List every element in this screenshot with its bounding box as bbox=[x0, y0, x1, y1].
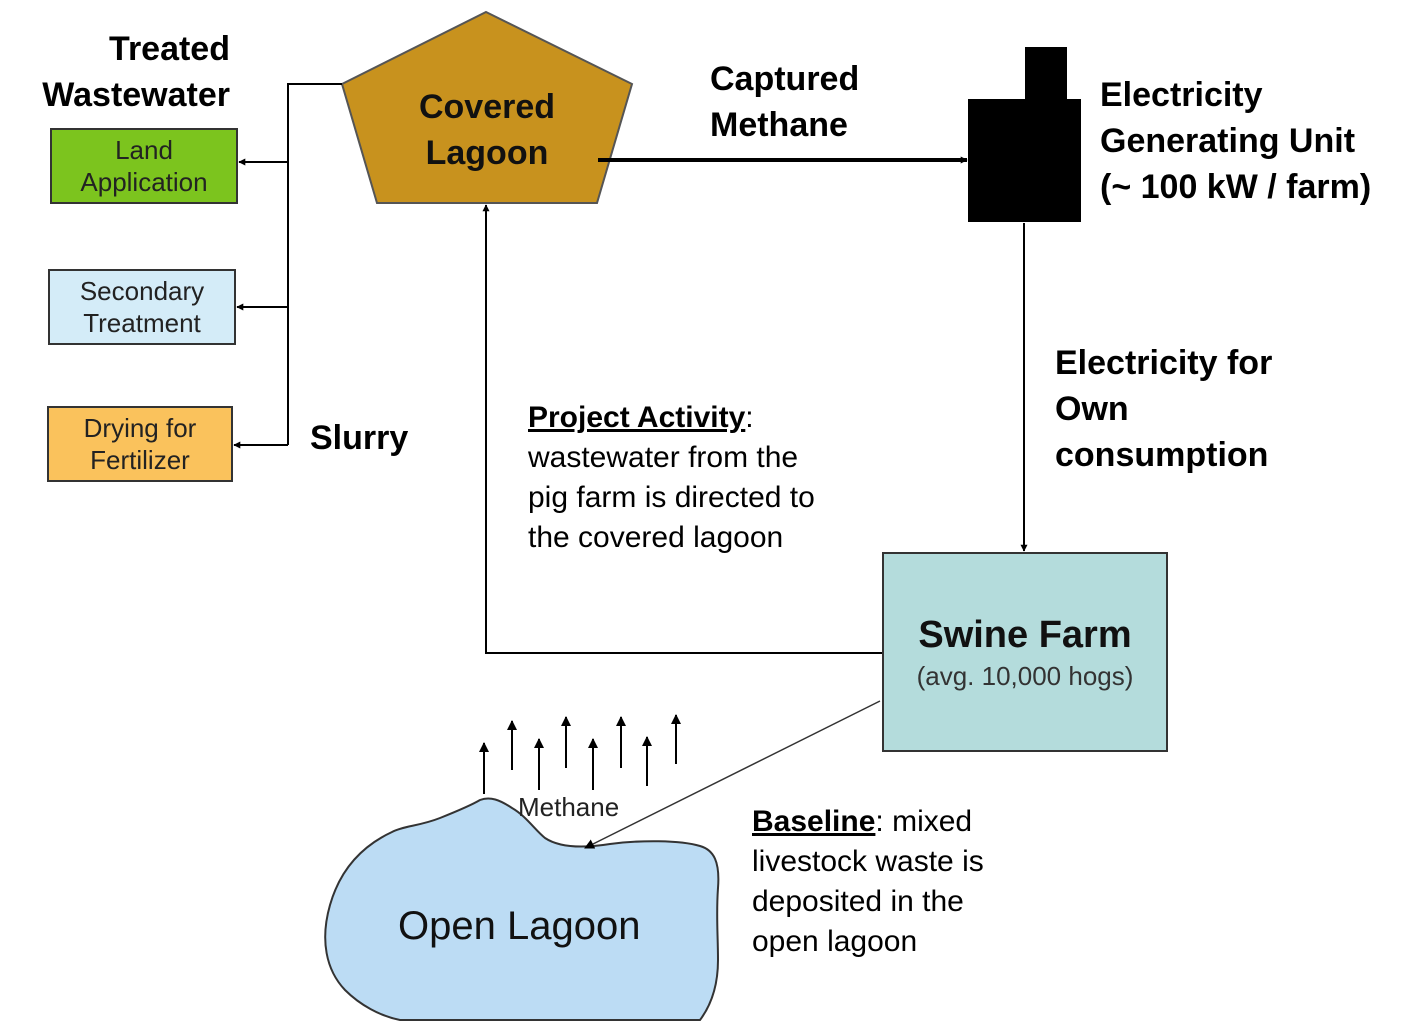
swine-farm-title: Swine Farm bbox=[918, 614, 1132, 656]
land-application-line2: Application bbox=[80, 167, 208, 197]
project-activity-line1: wastewater from the bbox=[528, 441, 799, 474]
project-activity-line2: pig farm is directed to bbox=[528, 481, 815, 514]
baseline-line3: deposited in the bbox=[752, 885, 964, 918]
covered-lagoon-line1: Covered bbox=[418, 88, 556, 126]
swine-farm-box: Swine Farm (avg. 10,000 hogs) bbox=[882, 552, 1168, 752]
drying-for-fertilizer-box: Drying for Fertilizer bbox=[47, 406, 233, 482]
generator-line1: Electricity bbox=[1100, 76, 1263, 114]
generator-icon bbox=[968, 47, 1081, 222]
methane-arrows bbox=[479, 714, 681, 794]
covered-lagoon-shape bbox=[340, 10, 634, 204]
baseline-line2: livestock waste is bbox=[752, 845, 984, 878]
drying-line2: Fertilizer bbox=[90, 445, 190, 475]
open-lagoon-label: Open Lagoon bbox=[398, 904, 641, 948]
project-activity-heading: Project Activity bbox=[528, 401, 746, 434]
covered-lagoon-label: Covered Lagoon bbox=[392, 84, 582, 176]
covered-lagoon-line2: Lagoon bbox=[425, 134, 549, 172]
secondary-treatment-box: Secondary Treatment bbox=[48, 269, 236, 345]
project-activity-line3: the covered lagoon bbox=[528, 521, 784, 554]
generator-line3: (~ 100 kW / farm) bbox=[1100, 168, 1372, 206]
captured-methane-label: Captured Methane bbox=[710, 56, 859, 148]
treated-wastewater-label: Treated Wastewater bbox=[10, 26, 230, 118]
project-activity-arrow bbox=[482, 204, 882, 654]
generator-label: Electricity Generating Unit (~ 100 kW / … bbox=[1100, 72, 1371, 210]
baseline-heading-line: Baseline: mixed bbox=[752, 802, 984, 842]
treated-wastewater-line1: Treated bbox=[109, 30, 230, 68]
swine-farm-subtitle: (avg. 10,000 hogs) bbox=[916, 661, 1134, 691]
electricity-own-line3: consumption bbox=[1055, 436, 1269, 474]
secondary-treatment-line1: Secondary bbox=[79, 275, 205, 306]
captured-methane-line2: Methane bbox=[710, 106, 848, 144]
baseline-arrow bbox=[584, 700, 881, 849]
land-application-box: Land Application bbox=[50, 128, 238, 204]
land-application-line1: Land bbox=[115, 134, 173, 165]
generator-line2: Generating Unit bbox=[1100, 122, 1356, 160]
electricity-own-line1: Electricity for bbox=[1055, 344, 1273, 382]
treated-wastewater-connector bbox=[287, 83, 342, 445]
slurry-label: Slurry bbox=[310, 419, 409, 457]
captured-methane-line1: Captured bbox=[710, 60, 860, 98]
secondary-treatment-line2: Treatment bbox=[83, 308, 201, 338]
project-activity-colon: : bbox=[745, 401, 754, 434]
electricity-own-label: Electricity for Own consumption bbox=[1055, 340, 1272, 478]
project-activity-heading-line: Project Activity: bbox=[528, 398, 815, 438]
baseline-line4: open lagoon bbox=[752, 925, 918, 958]
drying-line1: Drying for bbox=[83, 412, 197, 443]
electricity-own-line2: Own bbox=[1055, 390, 1129, 428]
open-lagoon-shape bbox=[324, 797, 720, 1021]
methane-label: Methane bbox=[518, 792, 620, 822]
project-activity-text: Project Activity: wastewater from the pi… bbox=[528, 398, 815, 558]
baseline-suffix: : mixed bbox=[875, 805, 973, 838]
treated-wastewater-line2: Wastewater bbox=[42, 76, 230, 114]
baseline-text: Baseline: mixed livestock waste is depos… bbox=[752, 802, 984, 962]
baseline-heading: Baseline bbox=[752, 805, 876, 838]
